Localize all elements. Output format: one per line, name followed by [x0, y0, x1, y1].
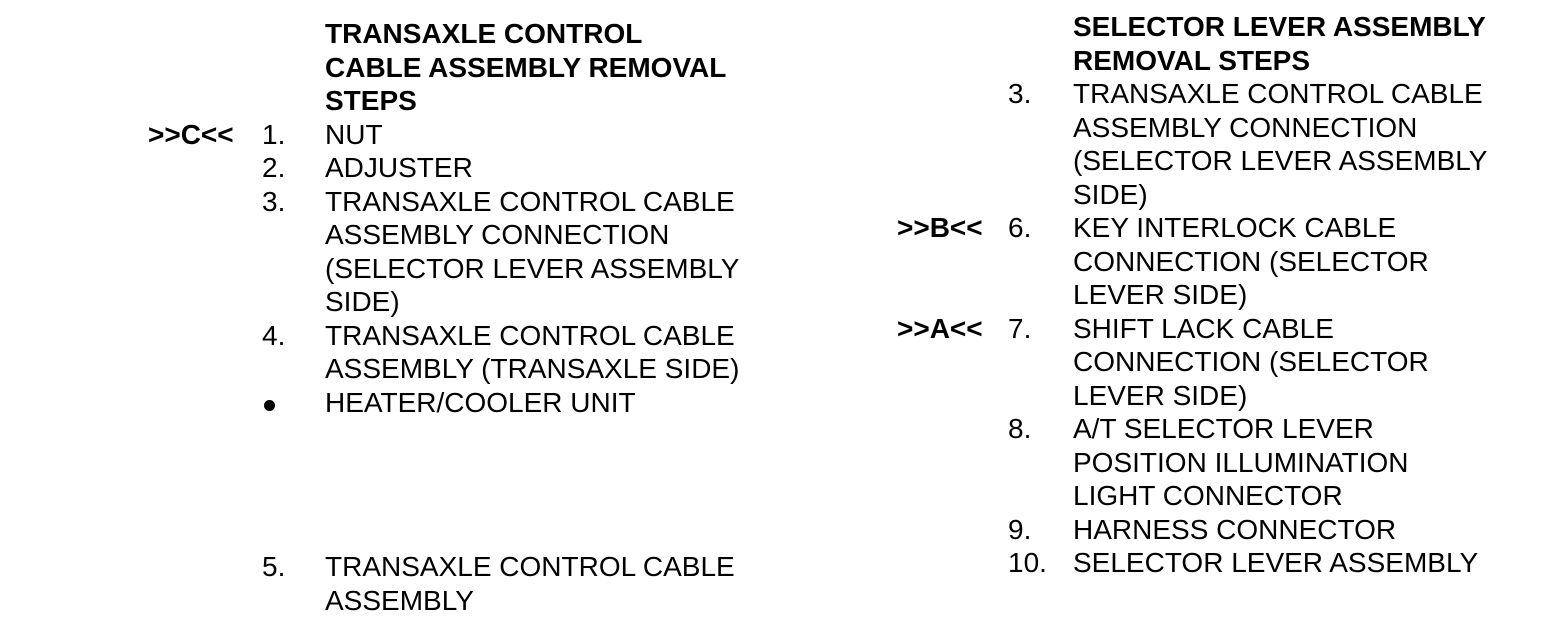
section-header-row: SELECTOR LEVER ASSEMBLY REMOVAL STEPS [897, 10, 1533, 77]
item-text: HEATER/COOLER UNIT [325, 386, 636, 418]
step-marker-c: >>C<< [148, 118, 234, 150]
list-item: 10. SELECTOR LEVER ASSEMBLY [897, 546, 1533, 580]
list-item: 3. TRANSAXLE CONTROL CABLE ASSEMBLY CONN… [148, 185, 773, 319]
right-column: SELECTOR LEVER ASSEMBLY REMOVAL STEPS 3.… [897, 10, 1533, 580]
list-item: 2. ADJUSTER [148, 151, 773, 185]
left-column: TRANSAXLE CONTROL CABLE ASSEMBLY REMOVAL… [148, 17, 773, 617]
list-item: >>C<< 1. NUT [148, 118, 773, 152]
item-number: 7. [1008, 312, 1032, 344]
right-section-title: SELECTOR LEVER ASSEMBLY REMOVAL STEPS [1073, 11, 1486, 76]
marker-cell [148, 185, 262, 319]
vertical-gap [148, 419, 773, 550]
item-text: HARNESS CONNECTOR [1073, 513, 1397, 545]
number-cell [1008, 10, 1073, 77]
bullet-cell [262, 386, 325, 420]
item-text: TRANSAXLE CONTROL CABLE ASSEMBLY [325, 551, 735, 616]
section-header-row: TRANSAXLE CONTROL CABLE ASSEMBLY REMOVAL… [148, 17, 773, 118]
marker-cell [148, 386, 262, 420]
list-item: 9. HARNESS CONNECTOR [897, 513, 1533, 547]
item-text: SELECTOR LEVER ASSEMBLY [1073, 547, 1479, 578]
marker-cell [897, 546, 1008, 580]
list-item: HEATER/COOLER UNIT [148, 386, 773, 420]
bullet-icon [264, 399, 275, 411]
marker-cell [897, 513, 1008, 547]
marker-cell [897, 77, 1008, 211]
left-section-title: TRANSAXLE CONTROL CABLE ASSEMBLY REMOVAL… [325, 18, 727, 116]
list-item: 3. TRANSAXLE CONTROL CABLE ASSEMBLY CONN… [897, 77, 1533, 211]
item-number: 8. [1008, 413, 1032, 444]
list-item: 8. A/T SELECTOR LEVER POSITION ILLUMINAT… [897, 412, 1533, 513]
item-number: 3. [1008, 78, 1032, 109]
item-text: NUT [325, 118, 383, 150]
item-text: TRANSAXLE CONTROL CABLE ASSEMBLY (TRANSA… [325, 319, 740, 385]
list-item: 4. TRANSAXLE CONTROL CABLE ASSEMBLY (TRA… [148, 319, 773, 386]
marker-cell [897, 10, 1008, 77]
item-number: 3. [262, 185, 286, 217]
item-number: 6. [1008, 212, 1032, 243]
marker-cell [148, 550, 262, 617]
item-number: 9. [1008, 513, 1032, 545]
item-text: ADJUSTER [325, 152, 473, 183]
item-text: TRANSAXLE CONTROL CABLE ASSEMBLY CONNECT… [1073, 78, 1488, 210]
list-item: >>A<< 7. SHIFT LACK CABLE CONNECTION (SE… [897, 312, 1533, 413]
number-cell [262, 17, 325, 118]
marker-cell [148, 17, 262, 118]
item-number: 1. [262, 118, 286, 150]
list-item: >>B<< 6. KEY INTERLOCK CABLE CONNECTION … [897, 211, 1533, 312]
item-number: 4. [262, 319, 286, 351]
item-text: SHIFT LACK CABLE CONNECTION (SELECTOR LE… [1073, 312, 1429, 411]
marker-cell [897, 412, 1008, 513]
item-text: KEY INTERLOCK CABLE CONNECTION (SELECTOR… [1073, 212, 1429, 310]
item-number: 2. [262, 152, 286, 183]
list-item: 5. TRANSAXLE CONTROL CABLE ASSEMBLY [148, 550, 773, 617]
step-marker-a: >>A<< [897, 312, 983, 344]
item-number: 10. [1008, 547, 1047, 578]
item-number: 5. [262, 551, 286, 582]
marker-cell [148, 319, 262, 386]
step-marker-b: >>B<< [897, 212, 983, 243]
item-text: A/T SELECTOR LEVER POSITION ILLUMINATION… [1073, 413, 1409, 511]
item-text: TRANSAXLE CONTROL CABLE ASSEMBLY CONNECT… [325, 185, 740, 318]
marker-cell [148, 151, 262, 185]
